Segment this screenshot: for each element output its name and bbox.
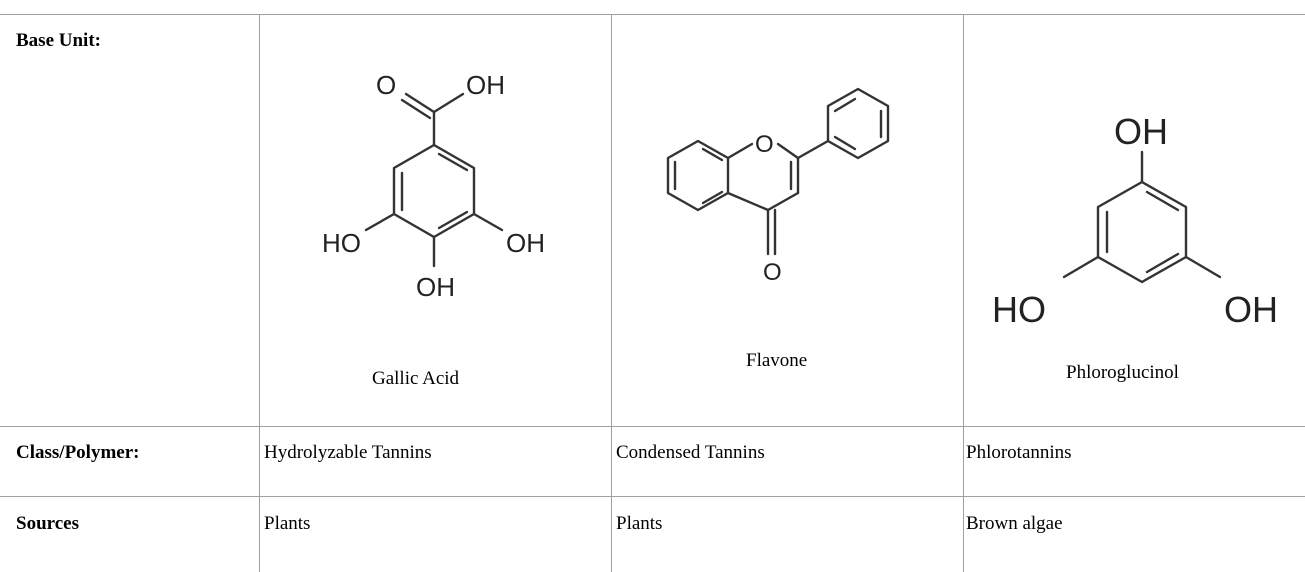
flavone-ring-oxygen-label: O xyxy=(755,131,774,158)
row-header-sources: Sources xyxy=(16,513,79,534)
row-divider-2 xyxy=(0,496,1305,497)
flavone-carbonyl-oxygen-label: O xyxy=(763,259,782,286)
class-phlorotannins: Phlorotannins xyxy=(966,442,1072,463)
class-condensed-tannins: Condensed Tannins xyxy=(616,442,765,463)
column-divider-2 xyxy=(611,14,612,572)
flavone-structure: O O xyxy=(666,87,890,286)
source-plants-1: Plants xyxy=(264,513,311,534)
phloroglucinol-ho-left-label: HO xyxy=(992,289,1046,330)
gallic-oxygen-label: O xyxy=(376,70,396,100)
column-divider-3 xyxy=(963,14,964,572)
phloroglucinol-oh-top-label: OH xyxy=(1114,111,1168,152)
gallic-acid-structure: O OH HO OH OH xyxy=(322,70,545,302)
flavone-name: Flavone xyxy=(746,350,808,371)
source-plants-2: Plants xyxy=(616,513,663,534)
gallic-acid-name: Gallic Acid xyxy=(372,368,460,389)
column-divider-1 xyxy=(259,14,260,572)
table-border-top xyxy=(0,14,1305,15)
phloroglucinol-name: Phloroglucinol xyxy=(1066,362,1179,383)
gallic-oh-right-label: OH xyxy=(506,228,545,258)
row-header-base-unit: Base Unit: xyxy=(16,30,101,51)
class-hydrolyzable-tannins: Hydrolyzable Tannins xyxy=(264,442,432,463)
gallic-oh-bottom-label: OH xyxy=(416,272,455,302)
gallic-ho-left-label: HO xyxy=(322,228,361,258)
row-divider-1 xyxy=(0,426,1305,427)
phloroglucinol-structure: OH HO OH xyxy=(992,111,1278,330)
source-brown-algae: Brown algae xyxy=(966,513,1063,534)
phloroglucinol-oh-right-label: OH xyxy=(1224,289,1278,330)
gallic-oh-top-label: OH xyxy=(466,70,505,100)
row-header-class-polymer: Class/Polymer: xyxy=(16,442,140,463)
